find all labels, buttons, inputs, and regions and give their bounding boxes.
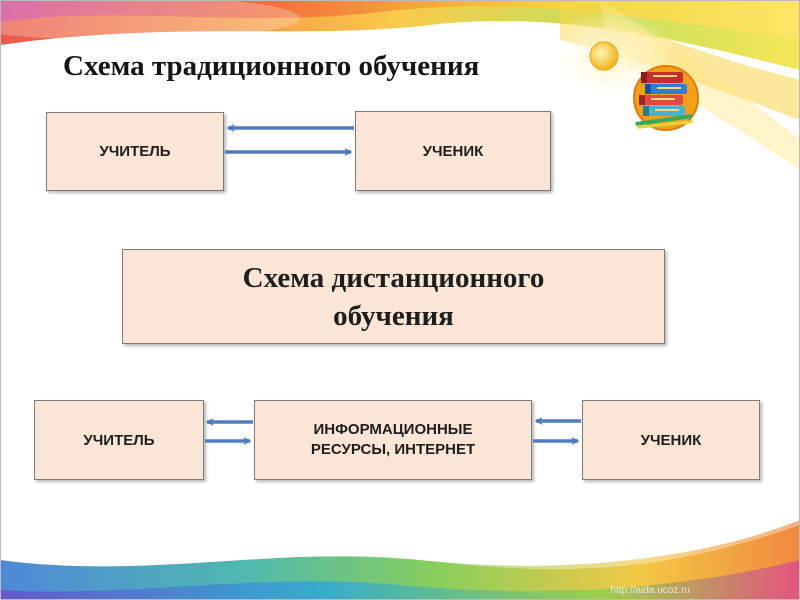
traditional-teacher-label: УЧИТЕЛЬ <box>99 143 171 160</box>
books-icon <box>633 65 699 131</box>
traditional-student-label: УЧЕНИК <box>422 142 484 160</box>
distance-teacher-label: УЧИТЕЛЬ <box>83 431 155 449</box>
distance-heading-line2: обучения <box>333 299 454 332</box>
distance-student-label: УЧЕНИК <box>640 431 702 449</box>
distance-heading-line1: Схема дистанционного <box>242 261 545 294</box>
watermark-url: http://aida.ucoz.ru <box>610 585 691 596</box>
resources-box: ИНФОРМАЦИОННЫЕ РЕСУРСЫ, ИНТЕРНЕТ <box>254 400 532 480</box>
distance-student-box: УЧЕНИК <box>582 400 760 480</box>
slide-title: Схема традиционного обучения <box>63 50 480 82</box>
traditional-student-box: УЧЕНИК <box>355 111 551 191</box>
resources-label-line1: ИНФОРМАЦИОННЫЕ <box>313 421 473 438</box>
traditional-teacher-box: УЧИТЕЛЬ <box>46 112 224 191</box>
resources-label-line2: РЕСУРСЫ, ИНТЕРНЕТ <box>310 441 476 458</box>
distance-teacher-box: УЧИТЕЛЬ <box>34 400 204 480</box>
distance-heading-box: Схема дистанционного обучения <box>122 249 665 344</box>
